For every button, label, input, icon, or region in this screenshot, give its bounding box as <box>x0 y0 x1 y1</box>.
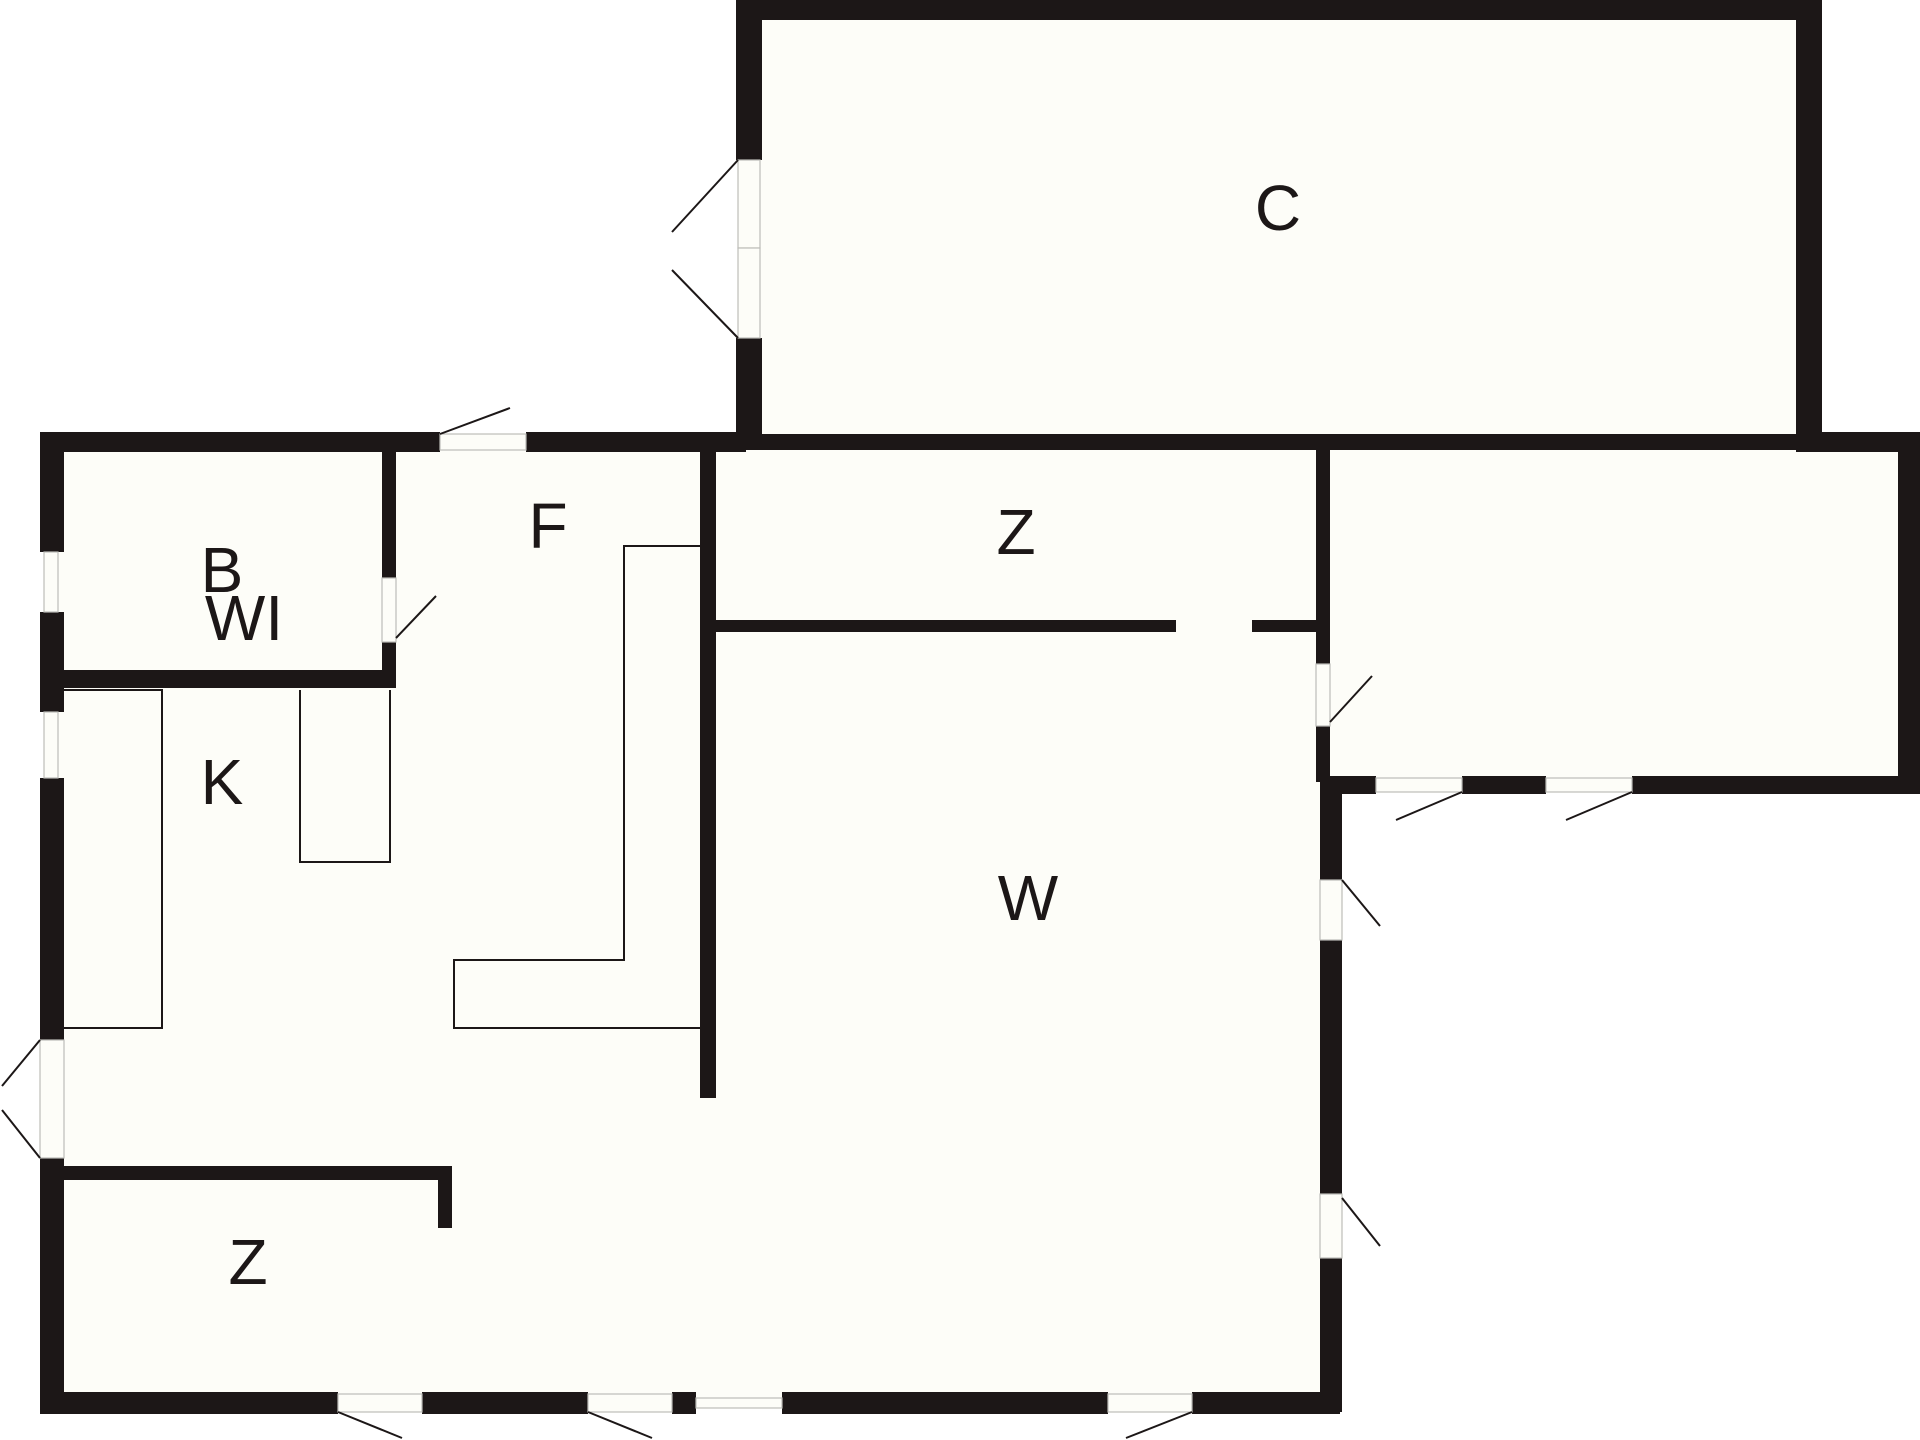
east-door-upper-swing <box>1341 879 1381 927</box>
wall-z-eastroom-lower <box>1316 726 1330 782</box>
east-door-lower <box>1319 1193 1343 1259</box>
wall-north-middle <box>526 432 746 452</box>
room-label-k: K <box>201 746 244 818</box>
wall-south-1 <box>40 1392 338 1414</box>
room-label-z-top: Z <box>996 496 1035 568</box>
wall-east-1 <box>1320 776 1342 880</box>
south-door-3-swing <box>1125 1411 1193 1439</box>
west-door-opening <box>39 1039 65 1159</box>
eastroom-door-swing <box>1329 675 1373 723</box>
wall-east-2 <box>1320 940 1342 1194</box>
wall-lower-z-top <box>60 1166 452 1180</box>
eastroom-bottom-door-2 <box>1545 777 1633 793</box>
room-label-f: F <box>528 490 567 562</box>
room-label-z-bottom: Z <box>228 1226 267 1298</box>
wall-north-east <box>1796 432 1918 452</box>
west-window-bath <box>43 551 59 613</box>
wall-bath-right-upper <box>382 448 396 578</box>
main-floor <box>44 442 1334 1402</box>
eastroom-door-opening <box>1315 663 1331 727</box>
wall-c-left-upper <box>736 0 762 160</box>
floor-fills <box>44 10 1912 1402</box>
openings <box>1 159 1633 1439</box>
room-label-c: C <box>1255 172 1301 244</box>
garage-door-opening-lower <box>737 247 761 339</box>
wall-eastroom-bottom-3 <box>1632 776 1920 794</box>
wall-bath-bottom <box>60 670 392 688</box>
wall-south-3 <box>672 1392 696 1414</box>
west-window-kitchen <box>43 711 59 779</box>
wall-eastroom-bottom-1 <box>1320 776 1376 794</box>
south-door-2-swing <box>587 1411 653 1439</box>
hall-counter <box>453 545 700 1029</box>
room-c-floor <box>750 10 1810 448</box>
wall-south-5 <box>1192 1392 1340 1414</box>
wall-z-eastroom-upper <box>1316 448 1330 664</box>
room-label-wi: WI <box>205 582 283 654</box>
west-door-swing-upper <box>1 1039 41 1087</box>
wall-lower-z-right <box>438 1166 452 1228</box>
wall-hall-divider <box>700 448 716 1098</box>
west-door-swing-lower <box>1 1109 41 1159</box>
wall-west-3 <box>40 778 64 1040</box>
south-door-2 <box>587 1393 673 1413</box>
wall-west-1 <box>40 432 64 552</box>
wall-z-w-right <box>1252 620 1324 632</box>
wall-north-west <box>40 432 440 452</box>
wall-c-bottom <box>736 434 1916 450</box>
east-door-upper <box>1319 879 1343 941</box>
wall-east-3 <box>1320 1258 1342 1412</box>
south-door-3 <box>1107 1393 1193 1413</box>
bath-door-opening <box>381 577 397 643</box>
room-label-b: B <box>201 534 244 606</box>
eastroom-bottom-door-1 <box>1375 777 1463 793</box>
wall-c-right <box>1796 0 1822 440</box>
north-door-swing <box>439 407 511 435</box>
wall-bath-right-lower <box>382 642 396 688</box>
wall-eastroom-bottom-2 <box>1462 776 1546 794</box>
east-room-floor <box>1330 442 1912 782</box>
wall-eastroom-right <box>1898 432 1920 794</box>
wall-south-2 <box>422 1392 588 1414</box>
fixtures <box>62 545 700 1029</box>
south-door-1 <box>337 1393 423 1413</box>
eastroom-bottom-door-1-swing <box>1395 791 1463 821</box>
garage-door-swing-upper <box>671 159 739 233</box>
walls <box>40 0 1920 1414</box>
wall-south-4 <box>782 1392 1108 1414</box>
wall-z-w-left <box>716 620 1176 632</box>
east-door-lower-swing <box>1341 1197 1381 1247</box>
eastroom-bottom-door-2-swing <box>1565 791 1633 821</box>
north-door-opening <box>439 433 527 451</box>
south-door-1-swing <box>337 1411 403 1439</box>
south-window <box>695 1397 783 1409</box>
room-labels: C Z F B WI K W Z <box>201 172 1301 1298</box>
wall-c-left-lower <box>736 338 762 440</box>
garage-door-swing-lower <box>671 269 739 339</box>
kitchen-cabinet <box>299 690 391 863</box>
room-label-w: W <box>998 862 1059 934</box>
wall-west-4 <box>40 1158 64 1410</box>
wall-west-2 <box>40 612 64 712</box>
kitchen-counter-left <box>62 689 163 1029</box>
bath-door-swing <box>395 595 437 639</box>
wall-c-top <box>736 0 1820 20</box>
garage-door-opening-upper <box>737 159 761 249</box>
